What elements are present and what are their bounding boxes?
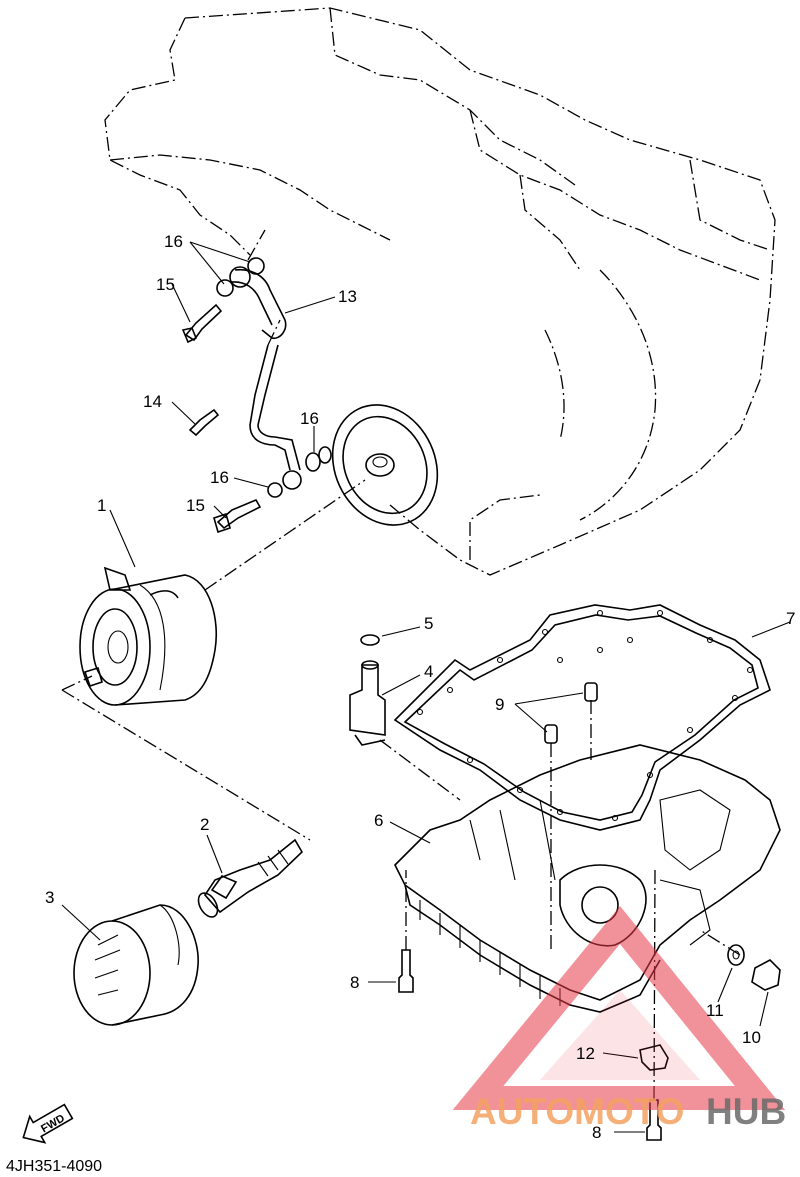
oil-cooler [79,566,217,706]
callout-9: 9 [495,695,504,714]
watermark-text-primary: AUTOMOTO [470,1091,684,1132]
leader-lines [61,241,791,1133]
alignment-guides [61,229,741,1101]
oil-pan [394,744,781,1013]
callout-2: 2 [200,815,209,834]
fwd-label: FWD [39,1112,67,1135]
callout-14: 14 [143,392,162,411]
strainer-pipe [349,634,386,746]
catalog-number: 4JH351-4090 [6,1158,103,1175]
callout-3: 3 [45,888,54,907]
oil-pipe-assembly [181,257,332,534]
watermark-logo [452,906,786,1110]
callout-16-right: 16 [300,409,319,428]
callout-1: 1 [97,496,106,515]
callout-16-top: 16 [164,232,183,251]
callout-10: 10 [742,1028,761,1047]
gasket-bolt-holes [416,609,754,822]
dowel-pins [544,682,598,744]
callout-13: 13 [338,287,357,306]
callout-8-bottom: 8 [592,1123,601,1142]
callout-6: 6 [374,811,383,830]
callout-8-left: 8 [350,973,359,992]
callout-16-middle: 16 [210,468,229,487]
callout-11: 11 [706,1001,724,1020]
oil-pan-gasket [393,604,771,831]
callout-15-bottom: 15 [186,496,205,515]
fwd-arrow: FWD [22,1103,74,1144]
callout-12: 12 [576,1044,595,1063]
callout-5: 5 [424,614,433,633]
callout-labels: 1 2 3 4 5 6 7 8 8 9 10 11 12 13 14 15 15… [45,232,795,1142]
watermark-text-secondary: HUB [706,1091,786,1132]
callout-4: 4 [424,662,433,681]
engine-cooler-boss [331,404,439,526]
callout-15-top: 15 [156,275,175,294]
union-bolt [197,838,304,918]
oil-filter [73,904,199,1026]
engine-block-outline [104,7,776,576]
callout-7: 7 [786,609,795,628]
